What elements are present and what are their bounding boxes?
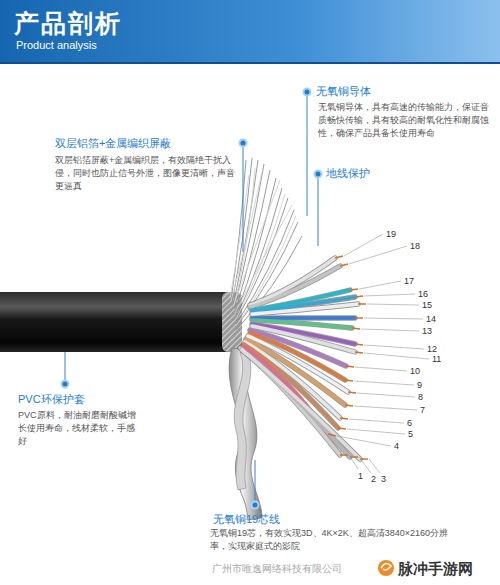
callout-number: 5: [408, 428, 413, 441]
core-wire: [248, 336, 348, 392]
callout-number: 11: [432, 353, 441, 366]
callout-dot: [315, 171, 322, 178]
foil-shield: [234, 352, 251, 490]
callout-number: 3: [381, 473, 386, 486]
callout-heading: 双层铝箔+金属编织屏蔽: [55, 136, 171, 152]
callout-number: 4: [394, 440, 399, 453]
callout-heading: PVC环保护套: [18, 392, 85, 408]
wire-outline: [241, 349, 350, 457]
foil-shield: [229, 348, 262, 520]
callout-dot: [62, 381, 69, 388]
callout-number: 1: [358, 470, 363, 483]
header-band: [0, 0, 500, 62]
callout-body: 无氧铜导体，具有高速的传输能力，保证音质畅快传输，具有较高的耐氧化性和耐腐蚀性，…: [318, 101, 490, 140]
logo-icon: [381, 563, 391, 570]
callout-heading: 无氧铜导体: [316, 84, 371, 100]
callout-heading: 无氧铜19芯线: [213, 512, 280, 528]
number-leaders: [337, 234, 429, 473]
header-rule: [0, 62, 500, 64]
callout-number: 19: [386, 228, 396, 241]
callout-number: 18: [410, 240, 420, 253]
core-wire: [242, 350, 360, 459]
core-wire: [240, 348, 340, 455]
callout-number: 8: [418, 391, 423, 404]
callout-number: 16: [418, 288, 428, 301]
callout-body: 无氧铜19芯，有效实现3D、4K×2K、超高清3840×2160分辨率，实现家庭…: [210, 527, 450, 553]
callout-dot: [304, 89, 311, 96]
callout-dot: [252, 502, 259, 509]
callout-leader: [318, 174, 319, 246]
callout-number: 14: [426, 313, 436, 326]
callout-leader: [65, 352, 66, 383]
callout-number: 6: [407, 417, 412, 430]
callout-body: 双层铝箔屏蔽+金属编织层，有效隔绝干扰入侵，同时也防止信号外泄，图像更清晰，声音…: [55, 154, 235, 193]
logo-icon: [378, 560, 394, 576]
page-title: 产品剖析: [14, 5, 122, 41]
callout-number: 15: [422, 299, 432, 312]
callout-leader: [243, 143, 244, 252]
subtitle: Product analysis: [16, 38, 97, 54]
logo-text: 脉冲手游网: [398, 558, 473, 580]
watermark: 广州市唯逸网络科技有限公司: [212, 562, 342, 577]
callout-number: 9: [417, 379, 422, 392]
core-wire: [241, 349, 350, 457]
callout-dot: [240, 140, 247, 147]
callout-number: 17: [404, 275, 414, 288]
callout-number: 10: [410, 365, 420, 378]
callout-number: 7: [420, 404, 425, 417]
callout-body: PVC原料，耐油耐磨耐酸碱增长使用寿命，线材柔软，手感好: [18, 409, 136, 448]
pvc-jacket: [0, 292, 232, 352]
callout-number: 13: [422, 325, 432, 338]
callout-leader: [307, 92, 308, 216]
callout-leader: [255, 460, 256, 504]
callout-number: 2: [371, 473, 376, 486]
core-wire: [252, 304, 358, 314]
callout-heading: 地线保护: [326, 166, 370, 182]
copper-tips: [328, 256, 368, 459]
